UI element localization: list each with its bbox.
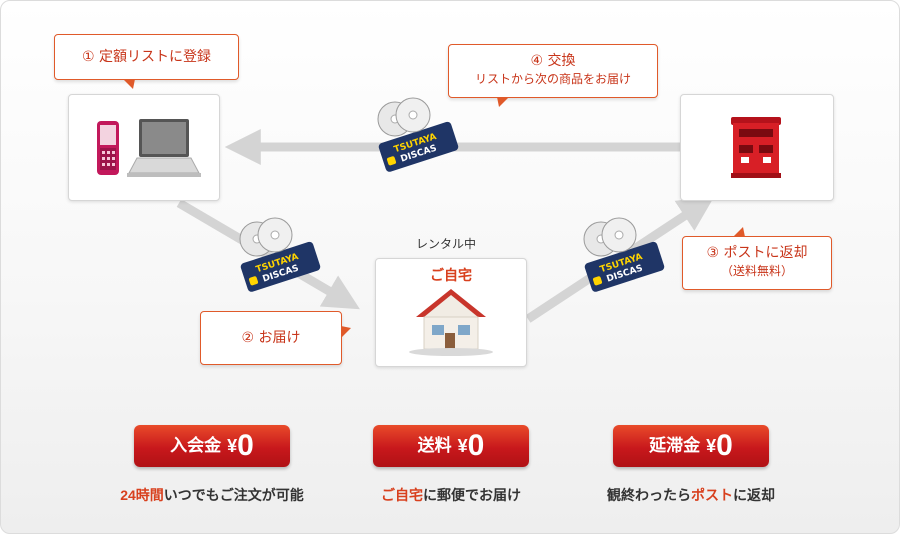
house-icon	[409, 289, 493, 356]
fee-shipping-label: 送料	[417, 436, 452, 455]
fee-note-entry-rest: いつでもご注文が可能	[163, 487, 304, 503]
fee-entry-amount: 0	[237, 429, 254, 462]
step-register-text: ① 定額リストに登録	[81, 49, 211, 65]
dvd-pack-deliver: TSUTAYA DISCAS	[229, 213, 325, 297]
fee-late-amount: 0	[716, 429, 733, 462]
step-deliver-callout: ② お届け	[200, 311, 351, 365]
step-register-callout: ① 定額リストに登録	[54, 34, 239, 89]
step-exchange-callout: ④ 交換 リストから次の商品をお届け	[448, 44, 658, 107]
rental-status-label: レンタル中	[416, 237, 477, 251]
post-box	[680, 94, 834, 201]
dvd-icon: TSUTAYA DISCAS	[583, 217, 665, 292]
fee-note-entry: 24時間いつでもご注文が可能	[82, 485, 342, 505]
fee-note-shipping-highlight: ご自宅	[381, 487, 423, 503]
dvd-pack-exchange: TSUTAYA DISCAS	[367, 93, 463, 177]
fee-note-late-highlight: ポスト	[691, 487, 733, 503]
fee-note-shipping: ご自宅に郵便でお届け	[321, 485, 581, 505]
fee-note-late-pre: 観終わったら	[607, 487, 691, 503]
dvd-icon: TSUTAYA DISCAS	[377, 97, 459, 172]
fee-shipping-amount: 0	[467, 429, 485, 462]
fee-entry-label: 入会金	[170, 436, 222, 455]
postbox-icon	[731, 117, 781, 178]
fee-badge-late: 延滞金 ¥0	[613, 425, 769, 467]
step-exchange-sub: リストから次の商品をお届け	[474, 72, 631, 86]
step-return-title: ③ ポストに返却	[706, 245, 808, 261]
fee-shipping-yen: ¥	[457, 436, 468, 456]
step-exchange-title: ④ 交換	[530, 53, 576, 69]
fee-badge-shipping: 送料 ¥0	[373, 425, 529, 467]
fee-note-entry-highlight: 24時間	[120, 487, 164, 503]
dvd-icon: TSUTAYA DISCAS	[239, 217, 321, 292]
step-return-sub: （送料無料）	[720, 264, 793, 278]
device-box	[68, 94, 220, 201]
fee-entry-yen: ¥	[227, 436, 238, 456]
fee-note-late: 観終わったらポストに返却	[561, 485, 821, 505]
phone-laptop-icon	[97, 119, 201, 177]
home-title: ご自宅	[430, 268, 472, 284]
fee-note-late-rest: に返却	[733, 487, 775, 503]
step-return-callout: ③ ポストに返却 （送料無料）	[682, 227, 832, 290]
fee-badge-entry: 入会金 ¥0	[134, 425, 290, 467]
fee-late-yen: ¥	[706, 436, 717, 456]
dvd-pack-return: TSUTAYA DISCAS	[573, 213, 669, 297]
fee-late-label: 延滞金	[649, 436, 701, 455]
step-deliver-text: ② お届け	[241, 330, 301, 346]
fee-note-shipping-rest: に郵便でお届け	[423, 487, 521, 503]
home-box: ご自宅	[375, 258, 527, 367]
